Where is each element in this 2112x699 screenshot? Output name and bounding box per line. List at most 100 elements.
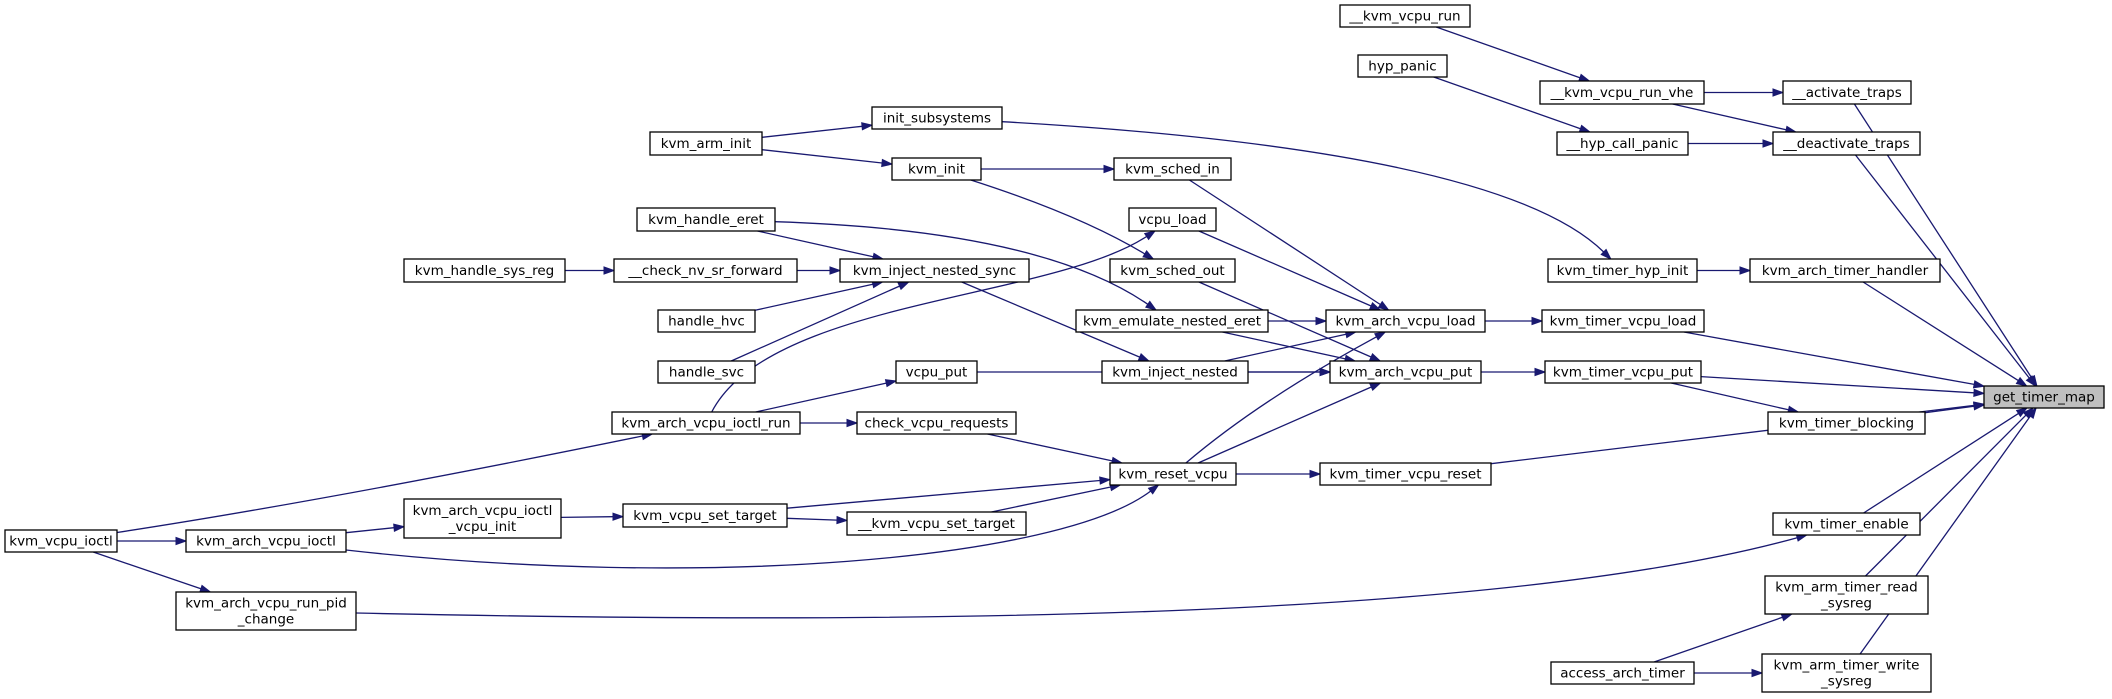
node-hyp_panic[interactable]: hyp_panic <box>1357 54 1448 78</box>
node-kvm_arm_timer_write_sysreg[interactable]: kvm_arm_timer_write_sysreg <box>1761 653 1932 693</box>
node-box[interactable] <box>1749 258 1941 283</box>
node-kvm_arm_timer_read_sysreg[interactable]: kvm_arm_timer_read_sysreg <box>1764 575 1929 615</box>
node-box[interactable] <box>1319 462 1492 486</box>
arrowhead <box>1772 88 1785 97</box>
node-kvm_arch_vcpu_run_pid_change[interactable]: kvm_arch_vcpu_run_pid_change <box>175 591 357 631</box>
node-kvm_arch_timer_handler[interactable]: kvm_arch_timer_handler <box>1749 258 1941 283</box>
node-kvm_reset_vcpu[interactable]: kvm_reset_vcpu <box>1109 462 1237 486</box>
node-kvm_sched_in[interactable]: kvm_sched_in <box>1113 157 1232 181</box>
node-vcpu_load[interactable]: vcpu_load <box>1128 207 1217 232</box>
node-__kvm_vcpu_run_vhe[interactable]: __kvm_vcpu_run_vhe <box>1539 80 1705 105</box>
node-kvm_handle_sys_reg[interactable]: kvm_handle_sys_reg <box>403 258 566 283</box>
node-box[interactable] <box>1075 309 1269 333</box>
node-box[interactable] <box>1541 309 1705 333</box>
node-box[interactable] <box>1544 360 1702 384</box>
node-kvm_timer_vcpu_load[interactable]: kvm_timer_vcpu_load <box>1541 309 1705 333</box>
node-box[interactable] <box>846 511 1027 536</box>
node-label: kvm_timer_blocking <box>1779 416 1914 432</box>
node-box[interactable] <box>649 131 763 156</box>
node-box[interactable] <box>403 258 566 283</box>
node-kvm_timer_enable[interactable]: kvm_timer_enable <box>1772 512 1921 536</box>
node-kvm_timer_hyp_init[interactable]: kvm_timer_hyp_init <box>1547 258 1698 283</box>
edge-kvm_arch_vcpu_put-to-kvm_timer_vcpu_put <box>1481 367 1547 377</box>
node-init_subsystems[interactable]: init_subsystems <box>871 106 1003 130</box>
node-box[interactable] <box>1109 462 1237 486</box>
node-handle_svc[interactable]: handle_svc <box>657 360 756 384</box>
node-__check_nv_sr_forward[interactable]: __check_nv_sr_forward <box>613 258 798 283</box>
node-kvm_vcpu_ioctl[interactable]: kvm_vcpu_ioctl <box>4 529 118 553</box>
node-kvm_emulate_nested_eret[interactable]: kvm_emulate_nested_eret <box>1075 309 1269 333</box>
node-kvm_handle_eret[interactable]: kvm_handle_eret <box>636 207 776 232</box>
node-label: kvm_timer_vcpu_reset <box>1330 467 1482 483</box>
node-kvm_vcpu_set_target[interactable]: kvm_vcpu_set_target <box>622 503 788 528</box>
node-__kvm_vcpu_run[interactable]: __kvm_vcpu_run <box>1339 4 1471 28</box>
node-box[interactable] <box>4 529 118 553</box>
node-box[interactable] <box>622 503 788 528</box>
node-kvm_arch_vcpu_ioctl[interactable]: kvm_arch_vcpu_ioctl <box>185 529 347 553</box>
node-box[interactable] <box>1109 258 1236 283</box>
node-__activate_traps[interactable]: __activate_traps <box>1782 80 1912 105</box>
edge-kvm_timer_vcpu_put-to-get_timer_map <box>1700 375 1986 397</box>
node-box[interactable] <box>1764 575 1929 615</box>
node-box[interactable] <box>1539 80 1705 105</box>
edge-kvm_timer_enable-to-get_timer_map <box>1863 407 2029 514</box>
node-box[interactable] <box>1357 54 1448 78</box>
node-box[interactable] <box>185 529 347 553</box>
node-label: vcpu_put <box>906 365 968 381</box>
node-vcpu_put[interactable]: vcpu_put <box>895 360 978 384</box>
node-access_arch_timer[interactable]: access_arch_timer <box>1550 661 1695 685</box>
node-box[interactable] <box>657 309 756 333</box>
edge-__deactivate_traps-to-get_timer_map <box>1854 154 2037 388</box>
node-label: kvm_sched_out <box>1120 263 1224 279</box>
edge-kvm_vcpu_set_target-to-kvm_reset_vcpu <box>786 476 1112 509</box>
edge-line <box>774 221 1149 305</box>
node-box[interactable] <box>839 258 1030 283</box>
node-box[interactable] <box>1547 258 1698 283</box>
node-box[interactable] <box>175 591 357 631</box>
node-box[interactable] <box>611 411 801 435</box>
node-box[interactable] <box>1325 309 1486 333</box>
node-box[interactable] <box>1761 653 1932 693</box>
node-box[interactable] <box>871 106 1003 130</box>
node-__deactivate_traps[interactable]: __deactivate_traps <box>1772 131 1921 156</box>
node-box[interactable] <box>403 498 562 539</box>
node-box[interactable] <box>1772 512 1921 536</box>
node-kvm_sched_out[interactable]: kvm_sched_out <box>1109 258 1236 283</box>
node-box[interactable] <box>657 360 756 384</box>
node-kvm_inject_nested_sync[interactable]: kvm_inject_nested_sync <box>839 258 1030 283</box>
node-__kvm_vcpu_set_target[interactable]: __kvm_vcpu_set_target <box>846 511 1027 536</box>
node-box[interactable] <box>1113 157 1232 181</box>
node-box[interactable] <box>1556 131 1689 156</box>
node-kvm_arch_vcpu_put[interactable]: kvm_arch_vcpu_put <box>1329 360 1482 384</box>
node-get_timer_map[interactable]: get_timer_map <box>1983 385 2105 409</box>
node-kvm_arch_vcpu_ioctl_vcpu_init[interactable]: kvm_arch_vcpu_ioctl_vcpu_init <box>403 498 562 539</box>
node-box[interactable] <box>613 258 798 283</box>
node-kvm_arm_init[interactable]: kvm_arm_init <box>649 131 763 156</box>
node-box[interactable] <box>1101 360 1249 384</box>
node-box[interactable] <box>1983 385 2105 409</box>
node-box[interactable] <box>1550 661 1695 685</box>
node-__hyp_call_panic[interactable]: __hyp_call_panic <box>1556 131 1689 156</box>
node-label: kvm_arch_vcpu_ioctl <box>413 503 553 519</box>
node-box[interactable] <box>1128 207 1217 232</box>
node-check_vcpu_requests[interactable]: check_vcpu_requests <box>856 411 1017 435</box>
nodes-layer: get_timer_map __kvm_vcpu_run hyp_panic __kv… <box>4 4 2105 693</box>
node-box[interactable] <box>1329 360 1482 384</box>
node-box[interactable] <box>1782 80 1912 105</box>
node-kvm_init[interactable]: kvm_init <box>891 157 982 181</box>
node-box[interactable] <box>891 157 982 181</box>
arrowhead <box>1377 300 1390 311</box>
node-kvm_timer_blocking[interactable]: kvm_timer_blocking <box>1767 411 1926 435</box>
node-box[interactable] <box>1339 4 1471 28</box>
node-kvm_arch_vcpu_load[interactable]: kvm_arch_vcpu_load <box>1325 309 1486 333</box>
node-kvm_timer_vcpu_reset[interactable]: kvm_timer_vcpu_reset <box>1319 462 1492 486</box>
node-box[interactable] <box>1767 411 1926 435</box>
node-kvm_inject_nested[interactable]: kvm_inject_nested <box>1101 360 1249 384</box>
node-kvm_timer_vcpu_put[interactable]: kvm_timer_vcpu_put <box>1544 360 1702 384</box>
node-kvm_arch_vcpu_ioctl_run[interactable]: kvm_arch_vcpu_ioctl_run <box>611 411 801 435</box>
node-handle_hvc[interactable]: handle_hvc <box>657 309 756 333</box>
node-box[interactable] <box>895 360 978 384</box>
node-box[interactable] <box>636 207 776 232</box>
node-box[interactable] <box>1772 131 1921 156</box>
node-box[interactable] <box>856 411 1017 435</box>
